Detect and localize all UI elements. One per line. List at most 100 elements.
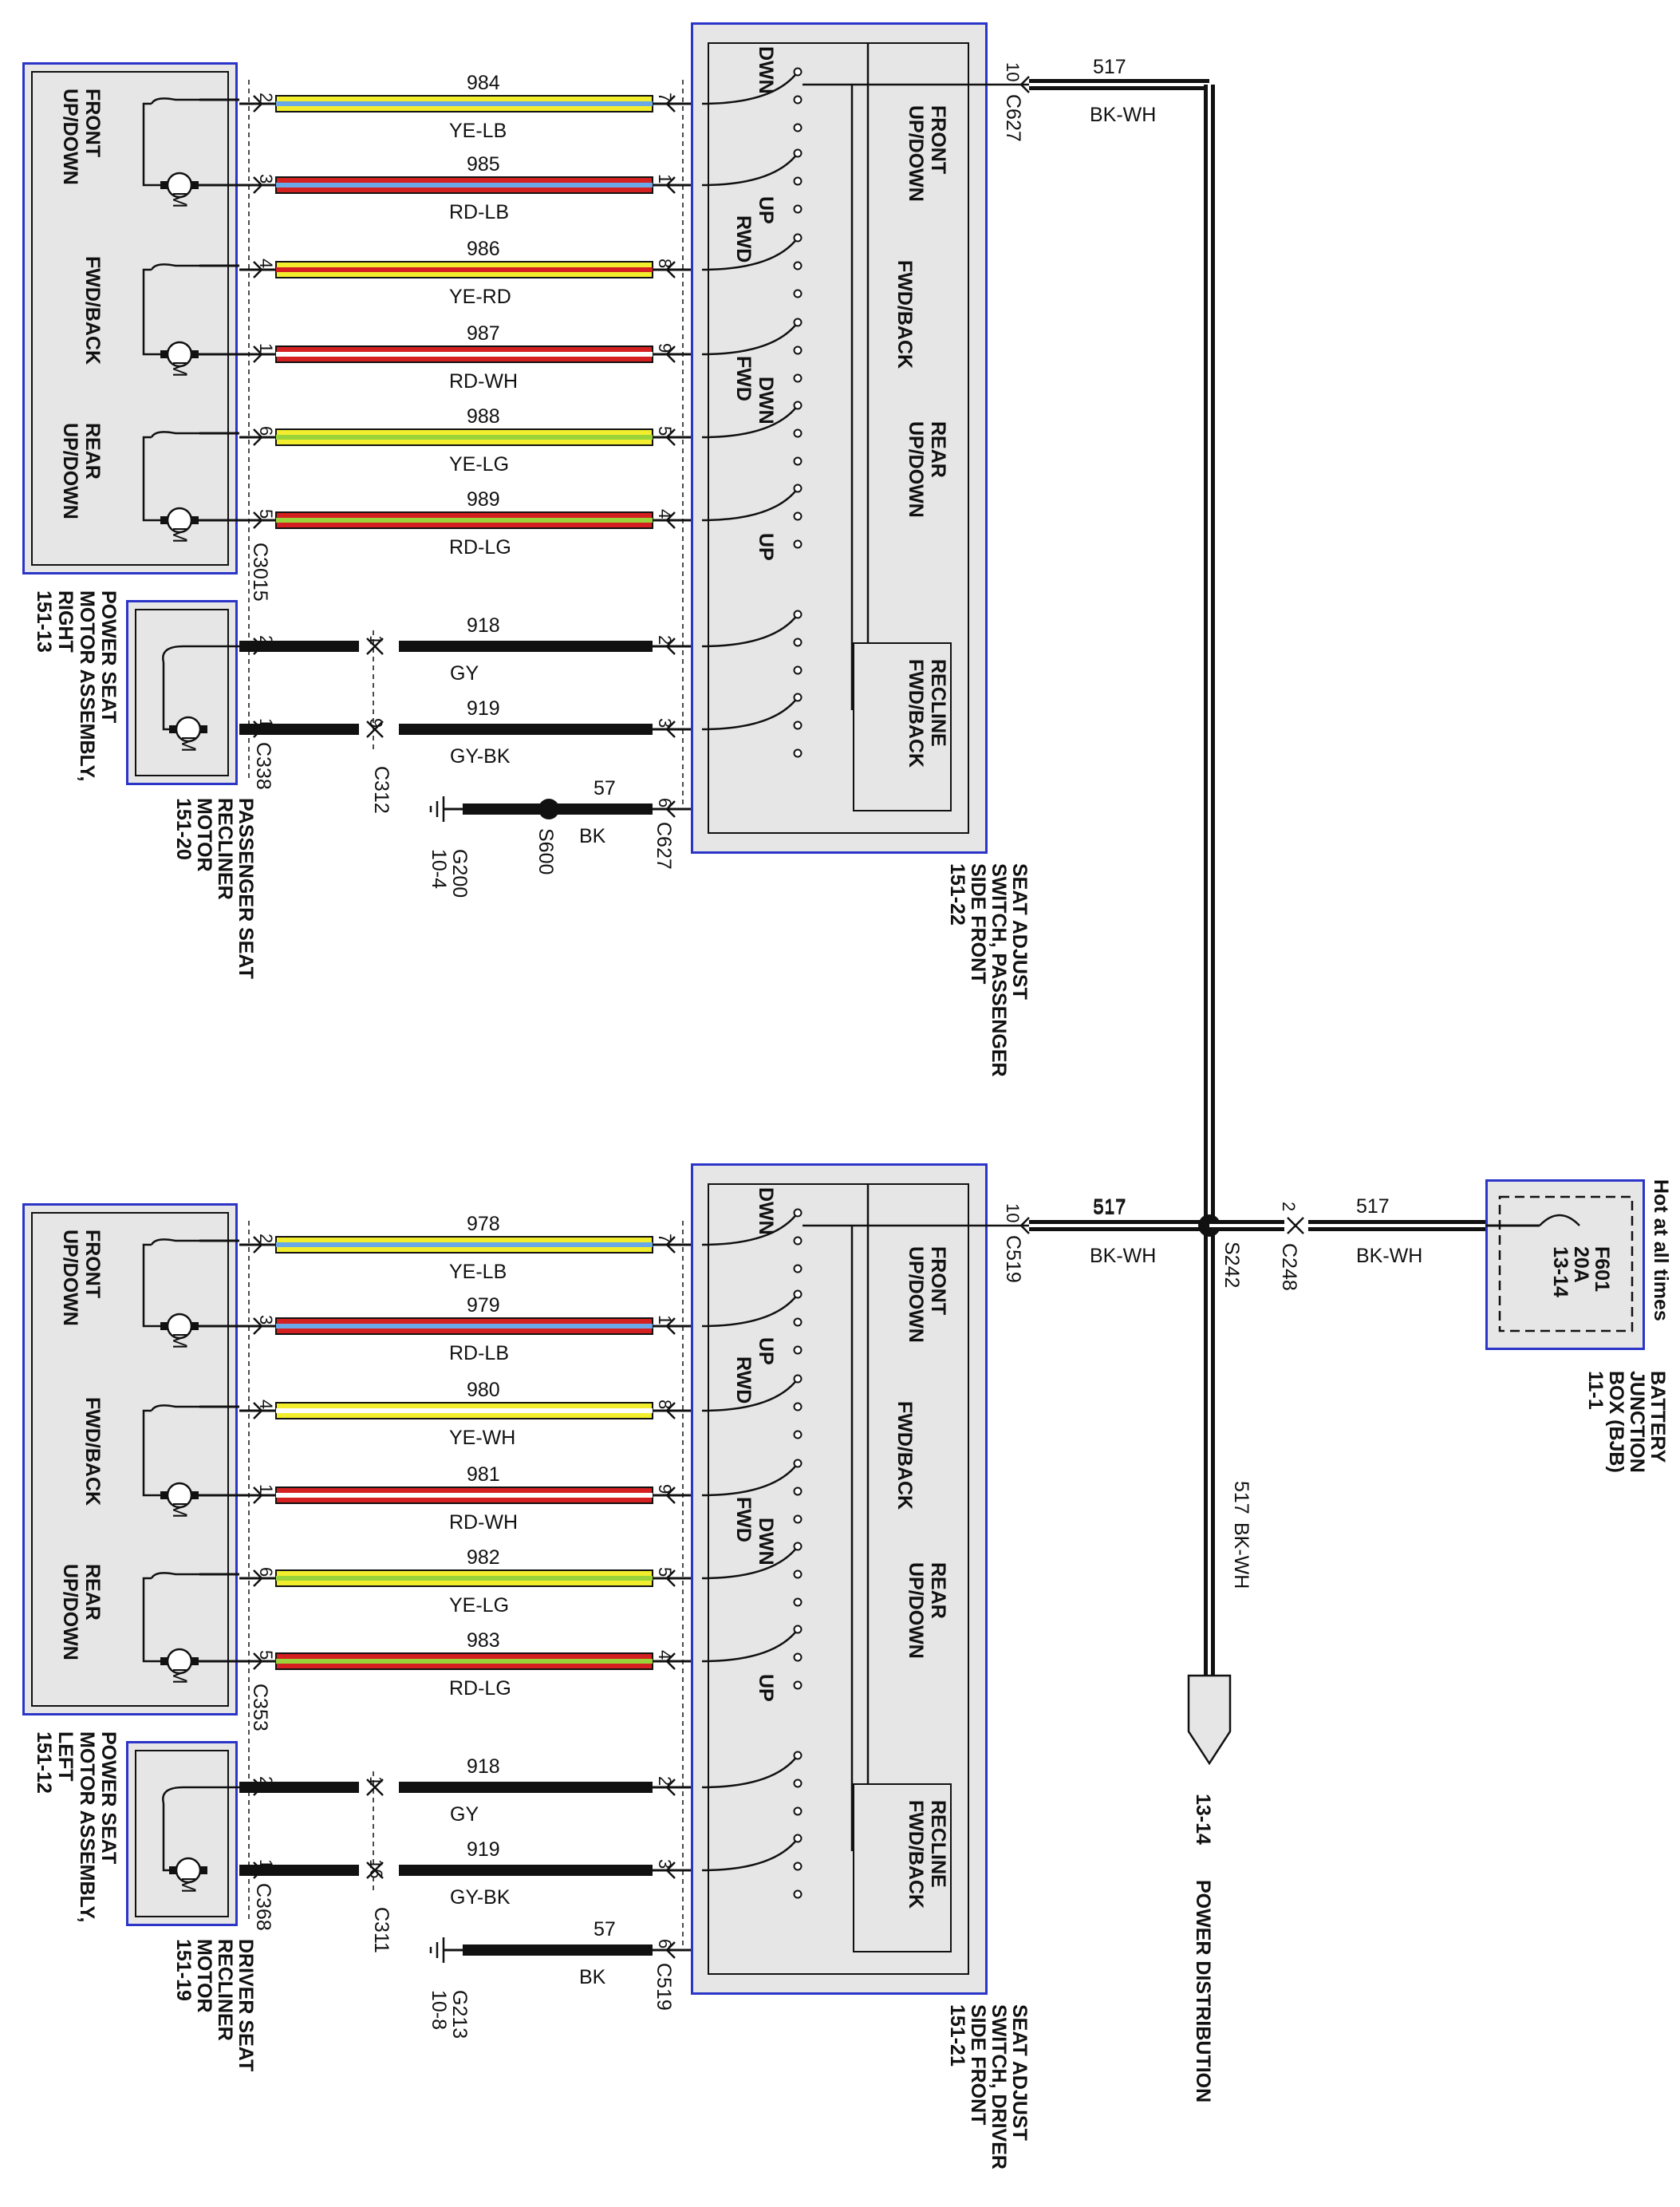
wire-circuit-label: 919 xyxy=(467,697,500,720)
motor-connector-label: C353 xyxy=(249,1684,271,1731)
motor-icon-shaft xyxy=(169,725,176,733)
power-connector-label: C627 xyxy=(1002,94,1024,142)
switch-icon-arm xyxy=(701,1293,799,1328)
right-pin-label: 9 xyxy=(655,1484,675,1494)
motor-icon-shaft xyxy=(191,1322,199,1330)
wire-stripe-985 xyxy=(276,183,653,188)
motor-icon-shaft xyxy=(169,1866,176,1874)
recliner-label-line: 151-19 xyxy=(172,1939,195,2001)
down-color-label: BK-WH xyxy=(1230,1522,1252,1589)
left-pin-label: 2 xyxy=(256,1234,276,1243)
switch-icon-arm xyxy=(701,614,799,648)
motor-label-0-line: FRONT xyxy=(81,89,104,157)
wire-color-label: GY xyxy=(450,662,479,685)
left-pin-label: 1 xyxy=(256,1859,276,1869)
circuit-breaker-icon xyxy=(150,1572,199,1579)
switch-icon-contact xyxy=(793,748,803,758)
switch-icon-arm xyxy=(701,1378,799,1412)
splice-icon xyxy=(538,799,559,819)
motor-icon-label: M xyxy=(168,1502,191,1518)
switch-icon-contact xyxy=(793,95,803,105)
motor-icon-shaft xyxy=(200,1866,207,1874)
recliner-label-line: MOTOR xyxy=(193,798,215,872)
circuit-breaker-icon xyxy=(162,645,239,663)
motor-label-2-line: UP/DOWN xyxy=(59,423,81,519)
motor-assembly-label-line: 151-13 xyxy=(33,590,55,653)
switch-icon-contact xyxy=(793,148,803,158)
connector-pin-icon xyxy=(1019,1217,1030,1234)
switch-dir-label: DWN xyxy=(755,1518,777,1565)
switch-icon xyxy=(701,484,803,549)
switch-icon-contact xyxy=(793,1862,803,1871)
motor-icon-shaft xyxy=(191,1657,199,1665)
motor-label-1: FWD/BACK xyxy=(81,256,104,365)
trunk-splice-label: S242 xyxy=(1221,1242,1243,1288)
right-pin-label: 4 xyxy=(655,1650,675,1660)
switch-icon-arm xyxy=(701,1838,799,1872)
wire-circuit-label: 988 xyxy=(467,405,500,428)
right-pin-label: 8 xyxy=(655,1400,675,1409)
switch-icon-contact xyxy=(793,484,803,493)
wire-circuit-label: 982 xyxy=(467,1546,500,1569)
bjb-inner xyxy=(1498,1195,1634,1332)
motor-icon-shaft xyxy=(160,1657,168,1665)
switch-icon-contact xyxy=(793,665,803,675)
circuit-breaker-icon xyxy=(162,1786,239,1804)
switch-icon-contact xyxy=(793,1542,803,1551)
motor-assembly-box xyxy=(25,1206,235,1713)
right-pin-label: 3 xyxy=(655,718,675,728)
switch-section-rear-line: REAR xyxy=(927,1562,949,1619)
switch-icon-contact xyxy=(793,1652,803,1662)
switch-icon-contact xyxy=(793,318,803,327)
switch-dir-label: FWD xyxy=(732,356,755,401)
recliner-label-line: RECLINER xyxy=(214,798,236,900)
right-pin-label: 2 xyxy=(655,1776,675,1786)
switch-icon-contact xyxy=(793,1889,803,1899)
wire-color-label: RD-WH xyxy=(449,1511,518,1534)
switch-icon-arm xyxy=(701,405,799,439)
motor-icon: M xyxy=(169,716,207,752)
ground-circuit-label: 57 xyxy=(594,1918,616,1941)
wire-color-label: RD-LG xyxy=(449,536,511,559)
wire-circuit-label: 983 xyxy=(467,1629,500,1652)
motor-assembly-inner xyxy=(31,1212,229,1707)
switch-section-front-line: FRONT xyxy=(927,1246,949,1315)
recliner-label-line: MOTOR xyxy=(193,1939,215,2013)
switch-icon xyxy=(701,233,803,298)
ground-icon xyxy=(429,796,463,822)
switch-icon xyxy=(701,1834,803,1899)
bjb-box xyxy=(1488,1182,1643,1348)
wire-circuit-label: 918 xyxy=(467,614,500,637)
recliner-box xyxy=(128,602,235,783)
switch-dir-label: FWD xyxy=(732,1497,755,1542)
power-pin-label: 10 xyxy=(1003,1203,1023,1222)
switch-icon-contact xyxy=(793,1834,803,1843)
switch-icon xyxy=(701,1625,803,1690)
destination-page-label: 13-14 xyxy=(1192,1794,1214,1845)
motor-icon-shaft xyxy=(191,350,199,358)
switch-icon-arm xyxy=(701,488,799,522)
right-pin-label: 7 xyxy=(655,1234,675,1243)
down-circuit-label: 517 xyxy=(1230,1481,1252,1514)
wire-color-label: YE-LG xyxy=(449,453,509,476)
switch-icon-contact xyxy=(793,1459,803,1468)
motor-icon-shaft xyxy=(160,181,168,189)
left-pin-label: 5 xyxy=(256,509,276,519)
switch-box xyxy=(693,25,985,851)
circuit-breaker-icon xyxy=(150,431,199,438)
right-pin-label: 1 xyxy=(655,1315,675,1325)
switch-icon xyxy=(701,1751,803,1816)
motor-label-1-line: FWD/BACK xyxy=(81,256,104,365)
fuse-label-line: F601 xyxy=(1591,1246,1613,1292)
motor-icon-shaft xyxy=(191,516,199,524)
recliner-connector-label: C338 xyxy=(252,742,274,790)
switch-icon-contact xyxy=(793,1430,803,1439)
switch-section-recline-line: FWD/BACK xyxy=(905,659,927,768)
left-pin-label: 3 xyxy=(256,174,276,184)
left-pin-label: 2 xyxy=(256,1776,276,1786)
